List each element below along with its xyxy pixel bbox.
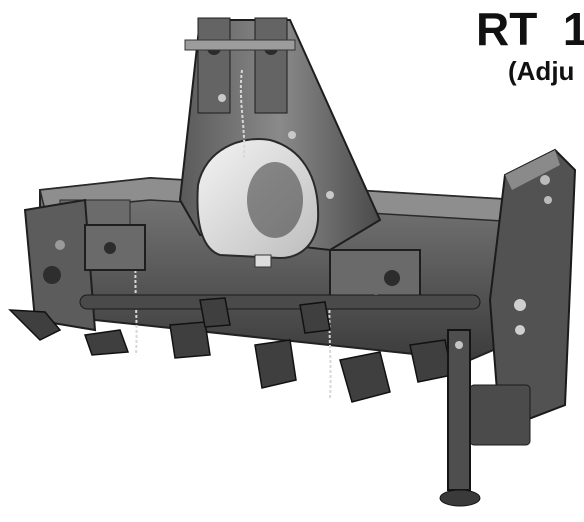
- rotor-shaft: [79, 294, 481, 310]
- tiller-tines: [8, 297, 453, 403]
- depth-adjust-leg: [439, 329, 481, 507]
- model-subtitle: (Adju: [508, 56, 575, 86]
- right-gearbox-plate: [469, 148, 577, 446]
- pto-shield: [196, 138, 320, 268]
- left-side-plate: [23, 198, 97, 332]
- model-title: RT 1: [476, 3, 584, 55]
